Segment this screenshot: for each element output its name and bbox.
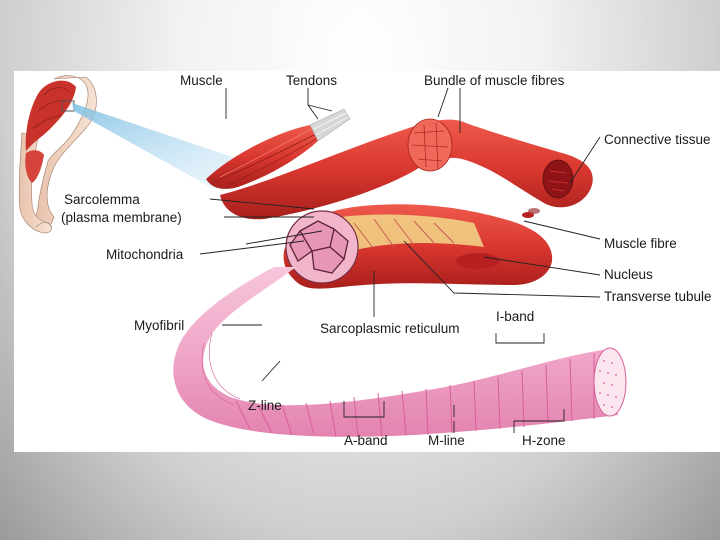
label-nucleus: Nucleus — [604, 267, 653, 282]
label-a-band: A-band — [344, 433, 388, 448]
label-i-band: I-band — [496, 309, 534, 324]
label-m-line: M-line — [428, 433, 465, 448]
label-z-line: Z-line — [248, 398, 282, 413]
diagram-panel: Muscle Tendons Bundle of muscle fibres C… — [14, 71, 720, 452]
muscle-fibre — [284, 204, 553, 288]
label-muscle-fibre: Muscle fibre — [604, 236, 677, 251]
label-transverse-tubule: Transverse tubule — [604, 289, 712, 304]
label-sarcolemma: Sarcolemma — [64, 192, 140, 207]
myofibril — [173, 267, 626, 437]
label-plasma-membrane: (plasma membrane) — [61, 210, 182, 225]
label-h-zone: H-zone — [522, 433, 566, 448]
label-tendons: Tendons — [286, 73, 337, 88]
muscle-structure-diagram: Muscle Tendons Bundle of muscle fibres C… — [14, 71, 720, 452]
label-myofibril: Myofibril — [134, 318, 184, 333]
label-mitochondria: Mitochondria — [106, 247, 184, 262]
label-connective-tissue: Connective tissue — [604, 132, 711, 147]
label-muscle: Muscle — [180, 73, 223, 88]
label-bundle-of-muscle-fibres: Bundle of muscle fibres — [424, 73, 565, 88]
label-sarcoplasmic-reticulum: Sarcoplasmic reticulum — [320, 321, 460, 336]
